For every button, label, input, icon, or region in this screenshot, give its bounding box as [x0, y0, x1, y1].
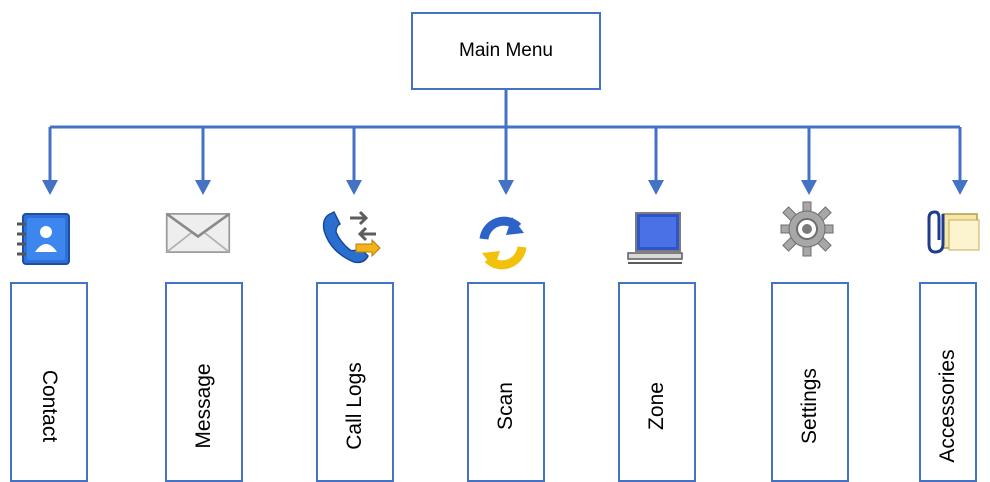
- settings-label: Settings: [798, 368, 821, 444]
- contact-label: Contact: [38, 369, 61, 443]
- arrowhead-7: [952, 180, 968, 195]
- contact-box[interactable]: Contact: [10, 282, 88, 482]
- call-logs-label: Call Logs: [343, 362, 366, 450]
- paperclip-icon[interactable]: [922, 200, 988, 266]
- arrowhead-4: [498, 180, 514, 195]
- contact-book-icon[interactable]: [12, 206, 78, 272]
- scan-box[interactable]: Scan: [467, 282, 545, 482]
- monitor-icon[interactable]: [622, 204, 688, 270]
- main-menu-label: Main Menu: [459, 40, 553, 61]
- arrowhead-1: [42, 180, 58, 195]
- refresh-scan-icon[interactable]: [470, 210, 536, 276]
- gear-icon[interactable]: [774, 196, 840, 262]
- accessories-box[interactable]: Accessories: [919, 282, 977, 482]
- settings-box[interactable]: Settings: [771, 282, 849, 482]
- main-menu-box[interactable]: Main Menu: [411, 12, 601, 90]
- connector-lines: [42, 90, 968, 195]
- message-box[interactable]: Message: [165, 282, 243, 482]
- arrowhead-3: [346, 180, 362, 195]
- arrowhead-5: [648, 180, 664, 195]
- zone-box[interactable]: Zone: [618, 282, 696, 482]
- phone-call-icon[interactable]: [318, 204, 384, 270]
- arrowhead-6: [801, 180, 817, 195]
- scan-label: Scan: [494, 382, 517, 430]
- message-label: Message: [192, 363, 215, 449]
- envelope-icon[interactable]: [165, 200, 231, 266]
- arrowhead-2: [195, 180, 211, 195]
- zone-label: Zone: [645, 382, 668, 430]
- call-logs-box[interactable]: Call Logs: [316, 282, 394, 482]
- accessories-label: Accessories: [936, 349, 959, 463]
